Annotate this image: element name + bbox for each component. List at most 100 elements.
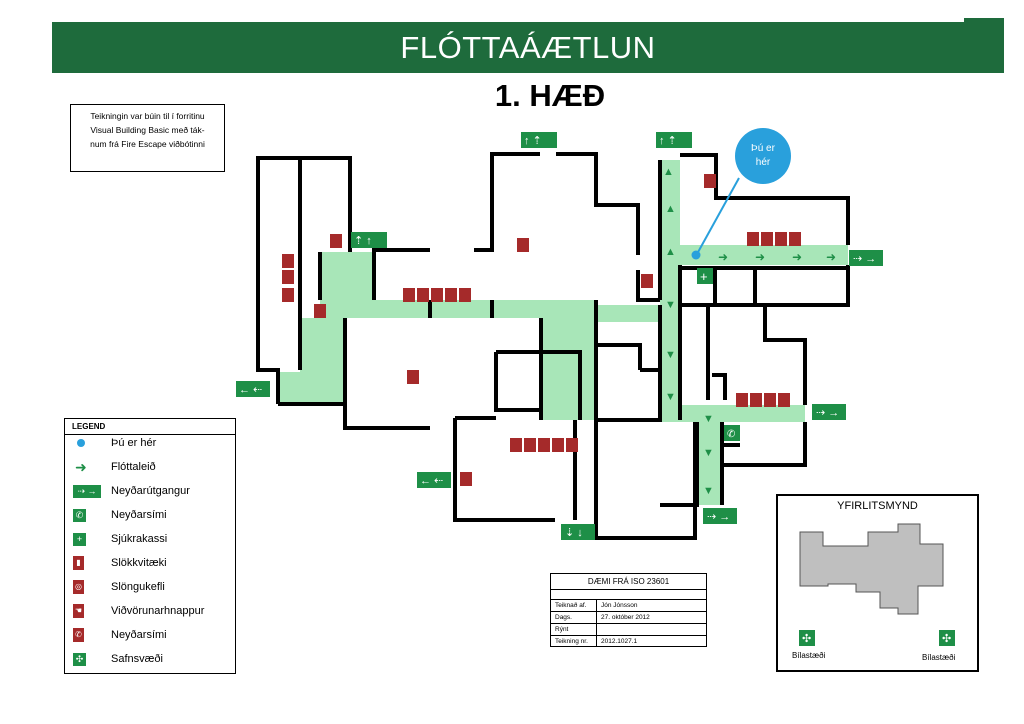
you-are-here-pointer xyxy=(696,177,740,255)
fire-hose-reel-sign xyxy=(750,393,762,407)
title-banner: FLÓTTAÁÆTLUN xyxy=(52,22,1004,73)
title-block-heading: DÆMI FRÁ ISO 23601 xyxy=(551,574,706,590)
floor-title: 1. HÆÐ xyxy=(494,78,606,113)
svg-text:⇣ ↓: ⇣ ↓ xyxy=(565,527,583,539)
legend-label: Slökkvitæki xyxy=(111,557,167,569)
fire-alarm-sign xyxy=(510,438,522,452)
parking-label-left: Bílastæði xyxy=(792,651,826,660)
fire-phone-sign xyxy=(431,288,443,302)
svg-text:⇢ →: ⇢ → xyxy=(816,407,839,419)
location-dot-icon xyxy=(77,439,85,447)
legend-item: ☚ Viðvörunarhnappur xyxy=(73,601,204,621)
legend-item: ▮ Slökkvitæki xyxy=(73,553,167,573)
fire-extinguisher-sign xyxy=(407,370,419,384)
svg-text:⇢ →: ⇢ → xyxy=(707,511,730,523)
title-block-key: Teiknað af. xyxy=(551,600,597,611)
fire-extinguisher-sign xyxy=(282,254,294,268)
emergency-phone-icon: ✆ xyxy=(73,508,86,522)
fire-alarm-sign xyxy=(747,232,759,246)
legend-label: Neyðarútgangur xyxy=(111,485,190,497)
legend-item: ⇢ → Neyðarútgangur xyxy=(73,481,190,501)
title-block-row: Teiknað af. Jón Jónsson xyxy=(551,600,706,612)
route-arrow: ▼ xyxy=(665,391,676,403)
svg-text:✣: ✣ xyxy=(802,633,811,645)
exit-sign: ← ⇠ xyxy=(236,381,270,397)
fire-alarm-sign xyxy=(403,288,415,302)
svg-text:↑ ⇡: ↑ ⇡ xyxy=(659,135,677,147)
fire-hose-reel-icon: ◎ xyxy=(73,580,84,594)
escape-route-areas xyxy=(278,160,848,505)
fire-alarm-button-icon: ☚ xyxy=(73,604,84,618)
fire-phone-sign xyxy=(764,393,776,407)
exit-sign: ⇣ ↓ xyxy=(561,524,595,540)
route-arrow: ▼ xyxy=(703,485,714,497)
fire-equipment-signs xyxy=(282,174,801,486)
legend-item: + Sjúkrakassi xyxy=(73,529,167,549)
route-arrow: ▼ xyxy=(703,447,714,459)
legend-label: Viðvörunarhnappur xyxy=(111,605,205,617)
you-are-here-line-2: hér xyxy=(755,157,771,168)
assembly-point-icon: ✣ xyxy=(73,652,86,666)
route-arrow: ▲ xyxy=(665,203,676,215)
you-are-here-line-1: Þú er xyxy=(751,143,775,154)
title-block-row: Dags.27. október 2012 xyxy=(551,612,706,624)
fire-extinguisher-sign xyxy=(459,288,471,302)
fire-hose-reel-sign xyxy=(417,288,429,302)
title-block-value: Jón Jónsson xyxy=(601,602,638,609)
note-line-2: Visual Building Basic með ták- xyxy=(90,125,205,135)
exit-sign: ⇢ → xyxy=(849,250,883,266)
route-arrow: ➜ xyxy=(718,250,728,264)
escape-route-arrows: ▲ ▲ ▲ ➜ ➜ ➜ ➜ ▼ ▼ ▼ ▼ ▼ ▼ xyxy=(663,166,836,497)
legend-label: Sjúkrakassi xyxy=(111,533,168,545)
legend-item: ✆Neyðarsími xyxy=(73,505,167,525)
legend-label: Slöngukefli xyxy=(111,581,165,593)
fire-hose-reel-sign xyxy=(524,438,536,452)
fire-extinguisher-sign xyxy=(445,288,457,302)
exit-sign: ⇡ ↑ xyxy=(351,232,387,248)
legend-item: ◎ Slöngukefli xyxy=(73,577,165,597)
svg-text:← ⇠: ← ⇠ xyxy=(420,475,443,487)
header-tab-mark xyxy=(964,18,1004,22)
emergency-phone-sign: ✆ xyxy=(724,425,740,441)
title-block-value xyxy=(597,624,601,635)
fire-phone-sign xyxy=(282,288,294,302)
fire-hose-reel-sign xyxy=(282,270,294,284)
fire-extinguisher-sign xyxy=(460,472,472,486)
fire-extinguisher-icon: ▮ xyxy=(73,556,84,570)
fire-extinguisher-sign xyxy=(641,274,653,288)
route-arrow: ▲ xyxy=(665,246,676,258)
route-arrow: ▼ xyxy=(665,349,676,361)
legend-item: ✣Safnsvæði xyxy=(73,649,163,669)
title-block-key: Rýnt xyxy=(551,624,597,635)
fire-extinguisher-sign xyxy=(330,234,342,248)
legend-title: LEGEND xyxy=(65,419,235,435)
svg-text:+: + xyxy=(700,269,708,284)
exit-sign: ↑ ⇡ xyxy=(521,132,557,148)
exit-signs: ↑ ⇡ ↑ ⇡ ⇡ ↑ ⇢ → ← ⇠ ⇢ → ← ⇠ ⇣ ↓ ⇢ → + ✆ xyxy=(236,132,883,540)
legend-label: Neyðarsími xyxy=(111,629,167,641)
exit-sign: ↑ ⇡ xyxy=(656,132,692,148)
title-block-row: Teikning nr.2012.1027.1 xyxy=(551,636,706,647)
you-are-here-dot xyxy=(691,250,701,260)
fire-phone-icon: ✆ xyxy=(73,628,84,642)
route-arrow: ▲ xyxy=(663,166,674,178)
svg-text:↑ ⇡: ↑ ⇡ xyxy=(524,135,542,147)
route-arrow: ➜ xyxy=(826,250,836,264)
emergency-exit-icon: ⇢ → xyxy=(73,484,101,498)
exit-sign: ← ⇠ xyxy=(417,472,451,488)
route-arrow: ▼ xyxy=(665,299,676,311)
first-aid-sign: + xyxy=(697,268,713,284)
fire-extinguisher-sign xyxy=(566,438,578,452)
svg-text:✆: ✆ xyxy=(727,429,735,440)
walls xyxy=(256,152,850,540)
fire-extinguisher-sign xyxy=(789,232,801,246)
legend: LEGEND Þú er hér ➜Flóttaleið ⇢ →Neyðarút… xyxy=(64,418,236,674)
overview-map: YFIRLITSMYND ✣ ✣ Bílastæði Bílastæði xyxy=(776,494,979,672)
title-block-value: 2012.1027.1 xyxy=(601,638,638,645)
fire-phone-sign xyxy=(775,232,787,246)
legend-item: Þú er hér xyxy=(73,433,156,453)
you-are-here-callout: Þú er hér xyxy=(735,128,791,184)
first-aid-icon: + xyxy=(73,532,86,546)
note-line-3: num frá Fire Escape viðbótinni xyxy=(90,139,205,149)
